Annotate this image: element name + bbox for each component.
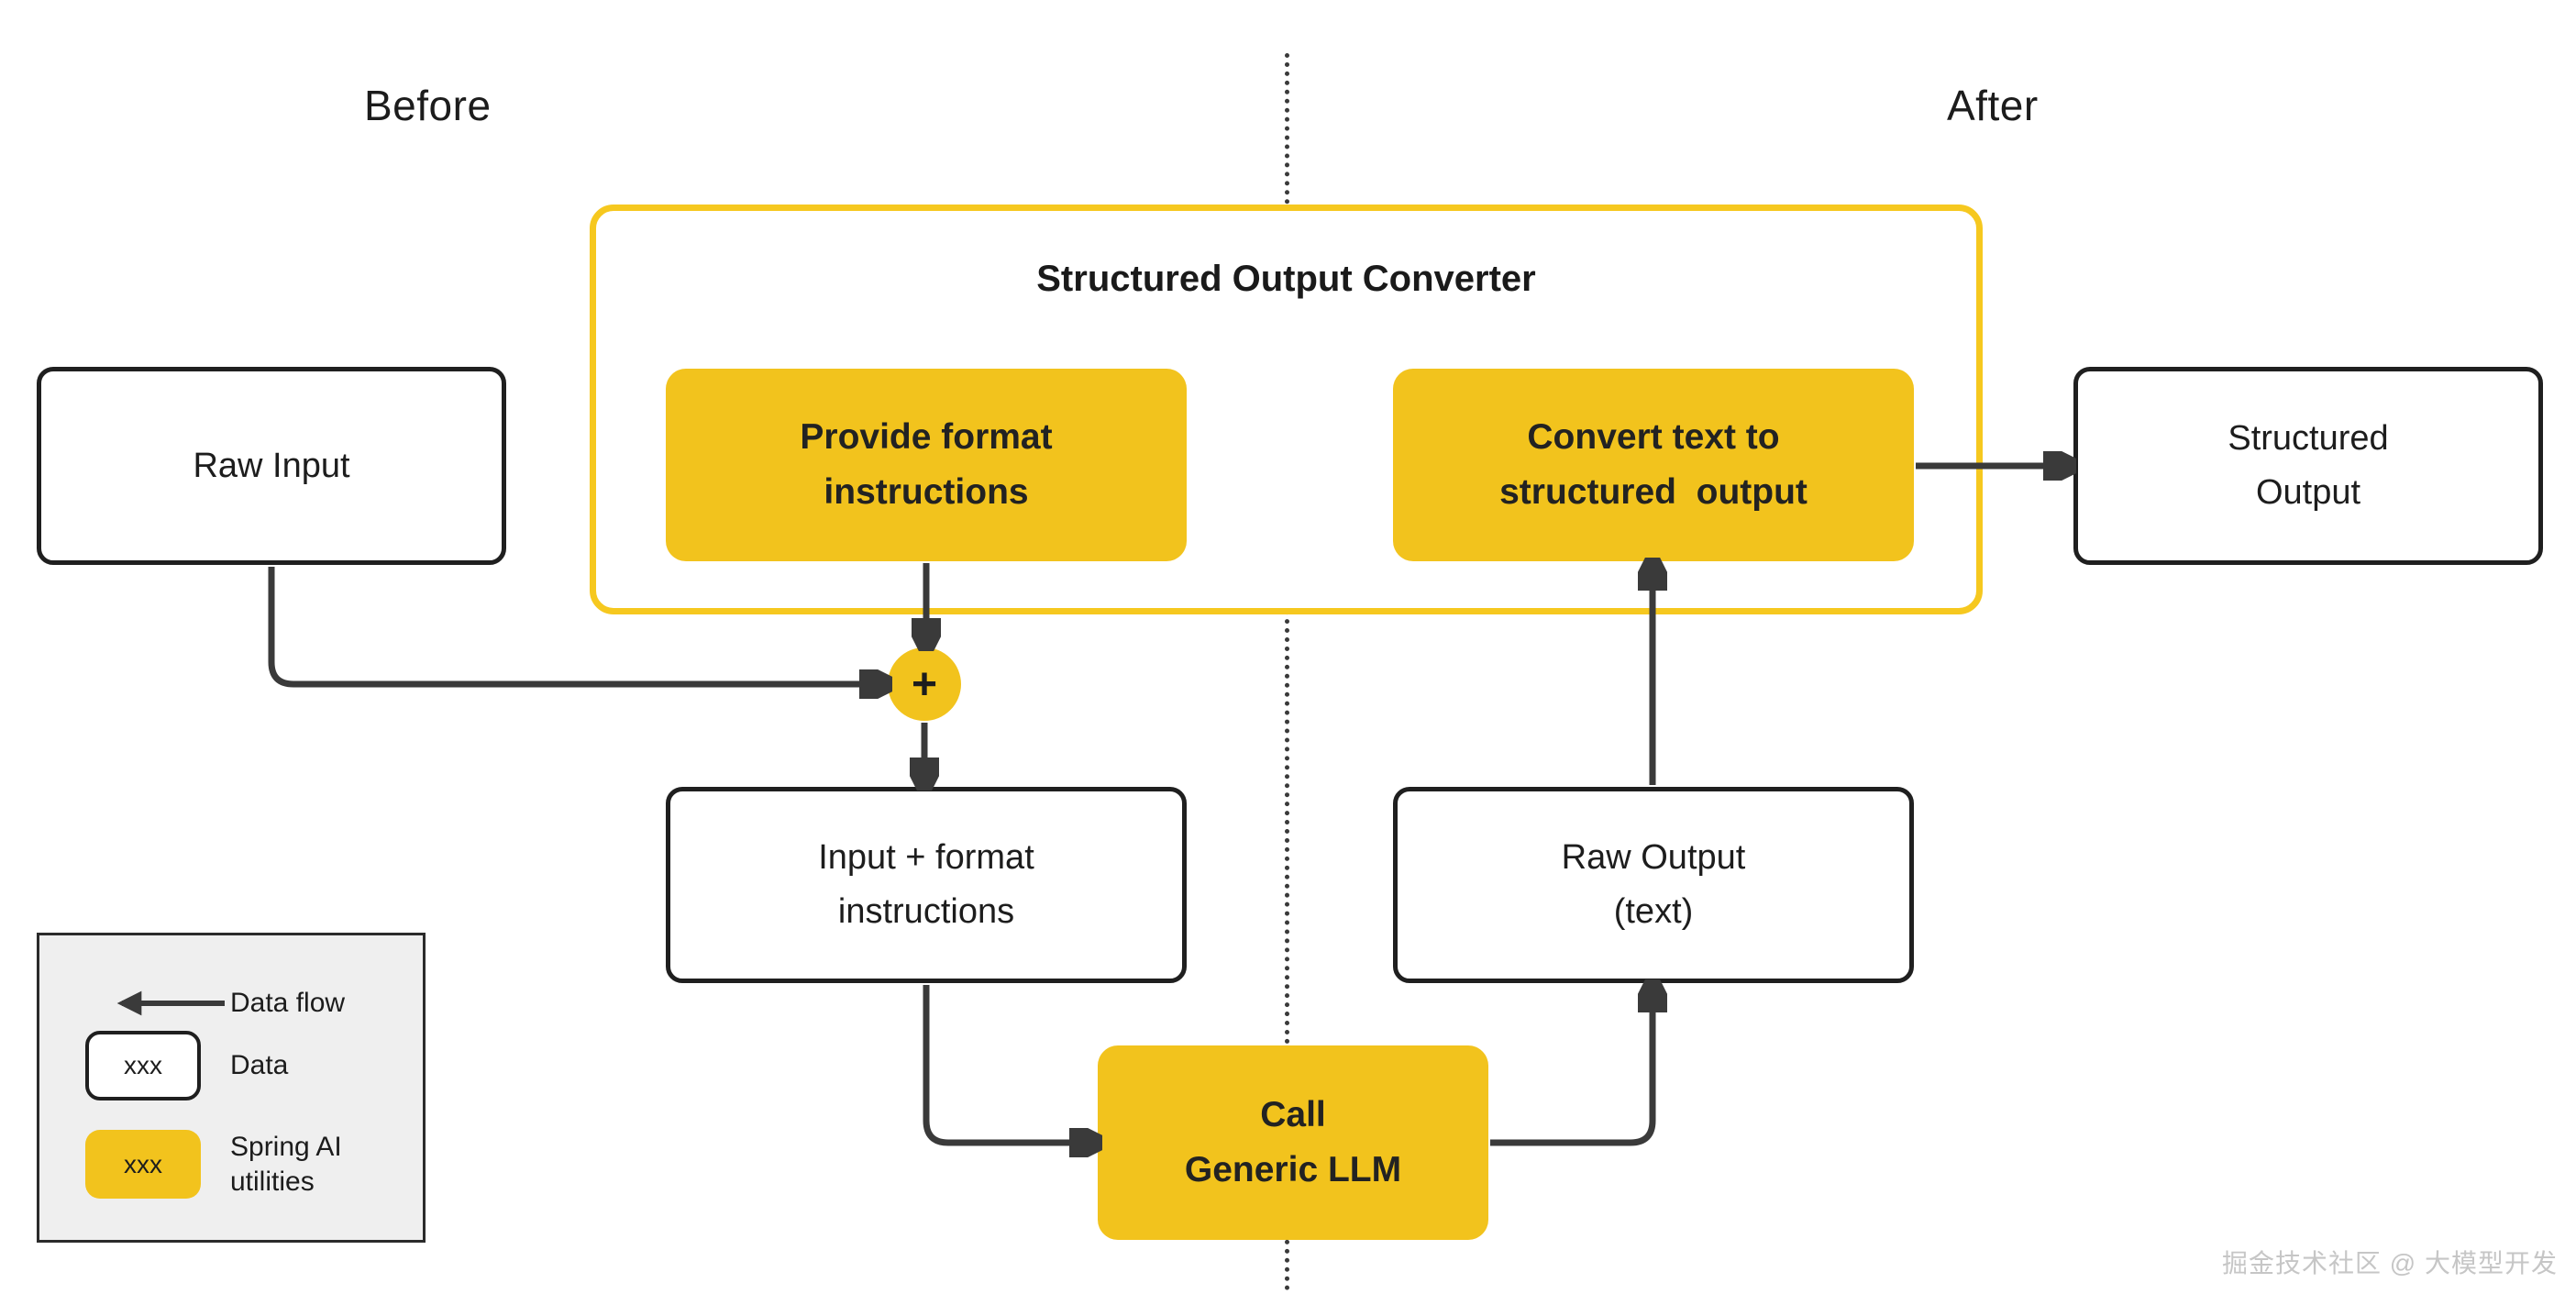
box-structured-output-line1: Structured <box>2228 419 2389 459</box>
legend: Data flow xxx Data xxx Spring AI utiliti… <box>37 933 426 1243</box>
box-convert-text-line2: structured output <box>1499 472 1808 512</box>
legend-item-data: xxx Data <box>85 1031 288 1100</box>
legend-item-label: Data flow <box>230 988 346 1019</box>
data-swatch: xxx <box>85 1031 201 1100</box>
box-convert-text: Convert text to structured output <box>1393 369 1914 561</box>
box-structured-output-line2: Output <box>2255 473 2361 512</box>
box-input-format: Input + format instructions <box>666 787 1187 983</box>
box-call-llm-line1: Call <box>1260 1094 1326 1134</box>
legend-item-spring-ai-utilities: xxx Spring AI utilities <box>85 1130 391 1199</box>
box-call-llm-line2: Generic LLM <box>1184 1150 1402 1189</box>
after-label: After <box>1947 82 2039 129</box>
arrow-call-llm-to-raw-output <box>1490 989 1653 1146</box>
converter-title: Structured Output Converter <box>1036 259 1536 299</box>
box-raw-input-label: Raw Input <box>193 446 350 485</box>
spring-ai-box-icon: xxx <box>85 1130 230 1199</box>
box-provide-format-line2: instructions <box>824 472 1029 512</box>
box-provide-format: Provide format instructions <box>666 369 1187 561</box>
spring-ai-swatch: xxx <box>85 1130 201 1199</box>
data-flow-left-arrow-icon <box>85 983 230 1023</box>
box-input-format-line2: instructions <box>837 892 1015 931</box>
legend-item-label: Data <box>230 1050 289 1081</box>
combine-plus-node: + <box>888 647 961 721</box>
data-box-icon: xxx <box>85 1031 230 1100</box>
box-provide-format-line1: Provide format <box>800 416 1053 457</box>
box-raw-output-line1: Raw Output <box>1561 838 1746 878</box>
legend-item-data-flow: Data flow <box>85 983 345 1023</box>
plus-icon: + <box>911 659 938 709</box>
box-raw-output: Raw Output (text) <box>1393 787 1914 983</box>
legend-item-label: Spring AI utilities <box>230 1132 342 1197</box>
arrow-input-format-to-call-llm <box>923 985 1093 1143</box>
box-raw-output-line2: (text) <box>1613 892 1694 931</box>
watermark: 掘金技术社区 @ 大模型开发 <box>2222 1249 2558 1277</box>
before-after-divider-dotted-line <box>1285 53 1289 1291</box>
before-label: Before <box>364 82 492 129</box>
box-structured-output: Structured Output <box>2073 367 2543 565</box>
box-raw-input: Raw Input <box>37 367 506 565</box>
box-convert-text-line1: Convert text to <box>1527 416 1780 457</box>
box-input-format-line1: Input + format <box>818 838 1034 878</box>
box-call-llm: Call Generic LLM <box>1098 1045 1488 1240</box>
